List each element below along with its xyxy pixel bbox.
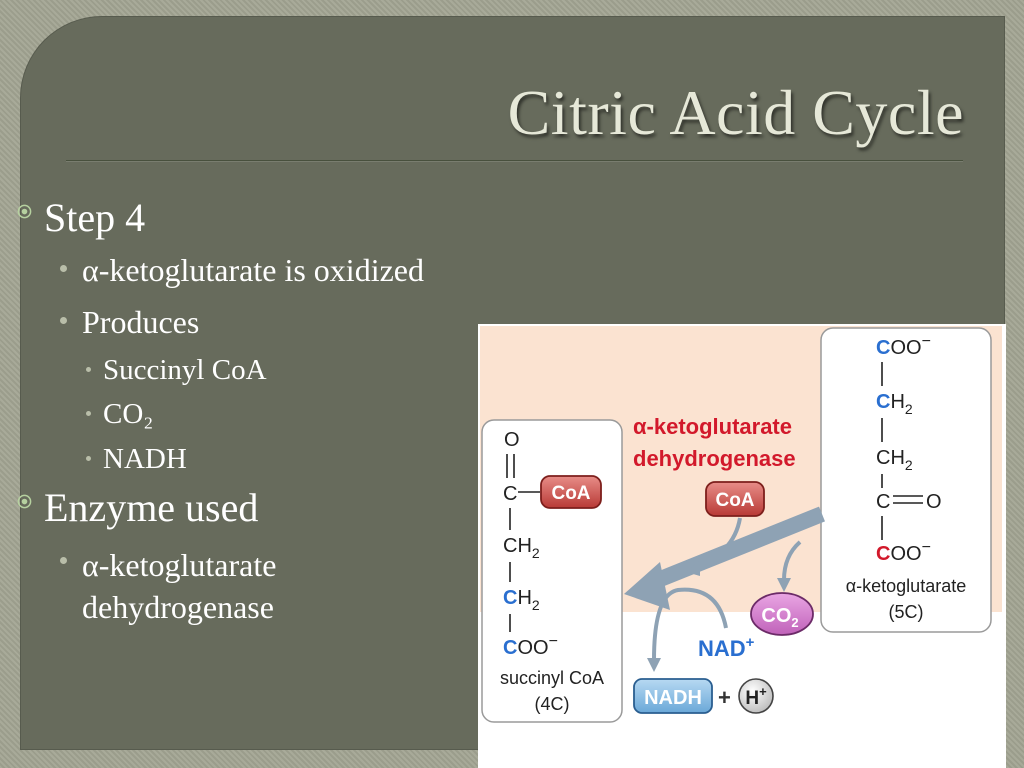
prod-ch2: CH2 <box>503 535 540 561</box>
product-name: succinyl CoA <box>500 668 604 688</box>
bullet-succinyl-text: Succinyl CoA <box>103 354 267 386</box>
product-carbons: (4C) <box>535 694 570 714</box>
bullet-produces-text: Produces <box>82 304 200 340</box>
proton-superscript: + <box>759 684 767 699</box>
bullet-dot-icon <box>86 367 91 372</box>
bullet-dot-icon <box>60 557 67 564</box>
circle-bullet-icon <box>17 494 32 509</box>
bullet-nadh-text: NADH <box>103 443 187 475</box>
bullet-step-text: Step 4 <box>44 195 146 240</box>
sub-ch2: CH2 <box>876 447 913 473</box>
bullet-enzyme-used-text: Enzyme used <box>44 485 259 530</box>
proton-main: H <box>745 688 759 709</box>
prod-c: C <box>503 483 517 505</box>
co2-oval-label: CO2 <box>761 605 798 630</box>
bullet-dot-icon <box>86 411 91 416</box>
co2-out-arrowhead <box>777 578 791 592</box>
bullet-co2-text: CO₂ <box>103 398 154 430</box>
sub-coo-bottom: COO− <box>876 539 931 565</box>
co2-subscript: 2 <box>791 615 798 630</box>
prod-o: O <box>504 429 520 451</box>
prod-coa-pill <box>540 475 602 509</box>
nadh-pill-label: NADH <box>644 687 702 709</box>
bullet-dot-icon <box>86 456 91 461</box>
bullet-dot-icon <box>60 265 67 272</box>
nad-main: NAD <box>698 636 746 661</box>
co2-out-arrow <box>782 540 802 581</box>
prod-coo: COO− <box>503 633 558 659</box>
bullet-enzyme-line2: dehydrogenase <box>82 589 274 625</box>
bullet-enzyme-name: α-ketoglutarate dehydrogenase <box>60 544 277 628</box>
proton-label: H+ <box>745 684 767 709</box>
enzyme-label-line2: dehydrogenase <box>633 446 796 471</box>
sub-ch2-blue: CH2 <box>876 391 913 417</box>
proton-badge: H+ <box>738 678 774 714</box>
reaction-arrow <box>624 506 825 610</box>
coa-pill: CoA <box>705 481 765 517</box>
nad-label: NAD+ <box>698 634 755 661</box>
bullet-enzyme-line1: α-ketoglutarate <box>82 547 277 583</box>
sub-keto-o: O <box>926 491 942 513</box>
reaction-figure: α-ketoglutarate dehydrogenase CoA CO2 NA… <box>478 324 1006 768</box>
bullet-produces: Produces <box>60 304 200 341</box>
bullet-oxidized: α-ketoglutarate is oxidized <box>60 252 424 289</box>
circle-bullet-icon <box>17 204 32 219</box>
nad-arrow <box>652 587 728 661</box>
co2-oval: CO2 <box>750 592 814 636</box>
plus-sign: + <box>718 685 731 710</box>
coa-pill-label: CoA <box>715 490 754 511</box>
sub-keto-c: C <box>876 491 890 513</box>
substrate-box <box>820 327 992 633</box>
nad-arrowhead <box>647 658 661 672</box>
bullet-co2: CO₂ <box>86 398 154 431</box>
bullet-succinyl: Succinyl CoA <box>86 354 267 387</box>
slide-title: Citric Acid Cycle <box>507 77 964 148</box>
prod-coa-label: CoA <box>551 483 590 504</box>
nad-superscript: + <box>746 634 755 651</box>
bullet-oxidized-text: α-ketoglutarate is oxidized <box>82 252 424 288</box>
enzyme-label-line1: α-ketoglutarate <box>633 414 792 439</box>
title-divider <box>66 160 963 161</box>
nadh-pill: NADH <box>633 678 713 714</box>
substrate-structure: COO− CH2 CH2 C O COO− <box>876 333 942 565</box>
bullet-enzyme-used: Enzyme used <box>17 484 259 531</box>
bullet-dot-icon <box>60 317 67 324</box>
prod-ch2-blue: CH2 <box>503 587 540 613</box>
coa-in-arrowhead <box>686 560 700 576</box>
sub-coo-top: COO− <box>876 333 931 359</box>
bullet-step: Step 4 <box>17 194 146 241</box>
substrate-name: α-ketoglutarate <box>846 576 966 596</box>
substrate-carbons: (5C) <box>889 602 924 622</box>
bullet-nadh: NADH <box>86 443 187 476</box>
co2-main: CO <box>761 605 791 627</box>
product-structure: O C CoA CH2 CH2 COO− <box>503 429 602 659</box>
